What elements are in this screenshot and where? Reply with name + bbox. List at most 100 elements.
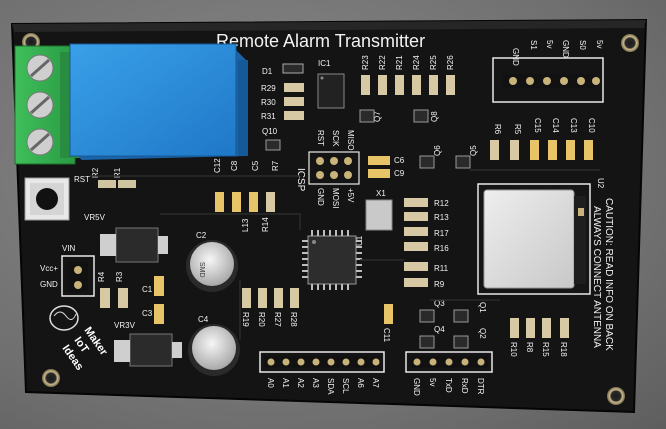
icsp-label: ICSP (295, 168, 306, 192)
label-r15: R15 (541, 342, 550, 357)
label-c6: C6 (394, 156, 405, 165)
pin-label: TxD (444, 378, 453, 393)
label-d1: D1 (262, 67, 273, 76)
label-c2: C2 (196, 231, 207, 240)
label-c8: C8 (230, 160, 239, 171)
caution-line-2: ALWAYS CONNECT ANTENNA (591, 206, 602, 348)
label-r3: R3 (115, 271, 124, 282)
label-r31: R31 (261, 112, 276, 121)
label-r29: R29 (261, 84, 276, 93)
pin-label: 5v (545, 40, 554, 48)
smd-resistor (284, 83, 304, 92)
regulator-5v (100, 227, 168, 263)
lower-resistor-row: R19 R20 R27 R28 (241, 288, 299, 327)
lower-right-resistors: R10 R8 R15 R18 (509, 318, 569, 357)
top-pin-header (492, 57, 604, 103)
smd-resistor (100, 288, 110, 308)
pin-label: A3 (311, 378, 320, 388)
diode (282, 63, 304, 74)
label-r7: R7 (271, 160, 280, 171)
transistor (359, 109, 375, 123)
mid-resistor-stack: R12 R13 R17 R16 R11 R9 (404, 198, 449, 289)
smd-resistor (284, 97, 304, 106)
label-r20: R20 (257, 312, 266, 327)
right-upper-components (490, 140, 593, 160)
label-gnd: GND (40, 280, 58, 289)
mounting-hole (607, 387, 625, 405)
mounting-hole (621, 34, 639, 52)
top-resistor-labels: R23 R22 R21 R24 R25 R26 (361, 55, 455, 70)
label-vr3v: VR3V (114, 321, 136, 330)
label-q7: Q7 (373, 111, 382, 122)
label-c9: C9 (394, 169, 405, 178)
serial-header (405, 351, 493, 373)
board-title: Remote Alarm Transmitter (216, 31, 425, 51)
label-r14: R14 (261, 217, 270, 232)
label-c12: C12 (213, 158, 222, 173)
analog-header-labels: A0 A1 A2 A3 SDA SCL A6 A7 (266, 378, 380, 395)
label-c11: C11 (382, 328, 391, 343)
pin-label: A2 (296, 378, 305, 388)
vin-connector (61, 255, 95, 297)
pin-label: S0 (578, 40, 587, 50)
pin-label: A7 (371, 378, 380, 388)
label-vcc: Vcc+ (40, 264, 58, 273)
label-r8: R8 (525, 342, 534, 353)
right-upper-labels: R6 R5 C15 C14 C13 C10 (493, 118, 596, 135)
label-r1: R1 (113, 167, 122, 178)
label-q6: Q6 (433, 145, 442, 156)
icsp-bottom-label: MOSI (331, 188, 340, 208)
serial-header-labels: GND 5v TxD RxD DTR (412, 378, 485, 396)
smd-resistor (118, 180, 136, 188)
smd-resistor (118, 288, 128, 308)
label-r19: R19 (241, 312, 250, 327)
label-rst: RST (74, 175, 90, 184)
pin-label: RxD (460, 378, 469, 394)
relay (69, 43, 248, 160)
label-r22: R22 (378, 55, 387, 70)
transistor (265, 139, 281, 151)
label-r21: R21 (395, 55, 404, 70)
smd-resistor (284, 111, 304, 120)
mounting-hole (42, 369, 60, 387)
analog-header (259, 351, 385, 373)
smd-marking: SMD (198, 262, 205, 278)
label-r26: R26 (446, 55, 455, 70)
label-q10: Q10 (262, 127, 278, 136)
label-vin: VIN (62, 244, 76, 253)
caution-line-1: CAUTION: READ INFO ON BACK (603, 198, 614, 351)
icsp-bottom-label: GND (316, 188, 325, 206)
smd-capacitor (384, 304, 393, 324)
label-q8: Q8 (430, 111, 439, 122)
label-r27: R27 (273, 312, 282, 327)
label-u2: U2 (596, 178, 605, 189)
label-c3: C3 (142, 309, 153, 318)
label-r10: R10 (509, 342, 518, 357)
pin-label: A6 (356, 378, 365, 388)
label-r25: R25 (429, 55, 438, 70)
label-c10: C10 (587, 118, 596, 133)
label-r9: R9 (434, 280, 445, 289)
pin-label: DTR (476, 378, 485, 395)
icsp-top-label: MISO (346, 130, 355, 150)
electrolytic-capacitor-c2: SMD (186, 240, 238, 292)
smd-capacitor (368, 169, 390, 178)
smd-capacitor (154, 304, 164, 324)
left-cap-row: C12 C8 C5 R7 (213, 158, 280, 212)
pcb-board-top-edge (12, 20, 646, 32)
label-r23: R23 (361, 55, 370, 70)
reset-button (24, 177, 70, 221)
transistor (413, 109, 429, 123)
label-l13: L13 (241, 218, 250, 232)
pin-label: S1 (529, 40, 538, 50)
wifi-module-u2 (477, 183, 591, 295)
top-resistor-row (361, 75, 455, 95)
label-c5: C5 (251, 160, 260, 171)
icsp-header: ICSP RST SCK MISO GND MOSI +5V (295, 130, 360, 208)
label-r16: R16 (434, 244, 449, 253)
label-c14: C14 (551, 118, 560, 133)
label-r12: R12 (434, 199, 449, 208)
label-c4: C4 (198, 315, 209, 324)
lower-transistors: Q3 Q1 Q4 Q2 (419, 299, 487, 349)
